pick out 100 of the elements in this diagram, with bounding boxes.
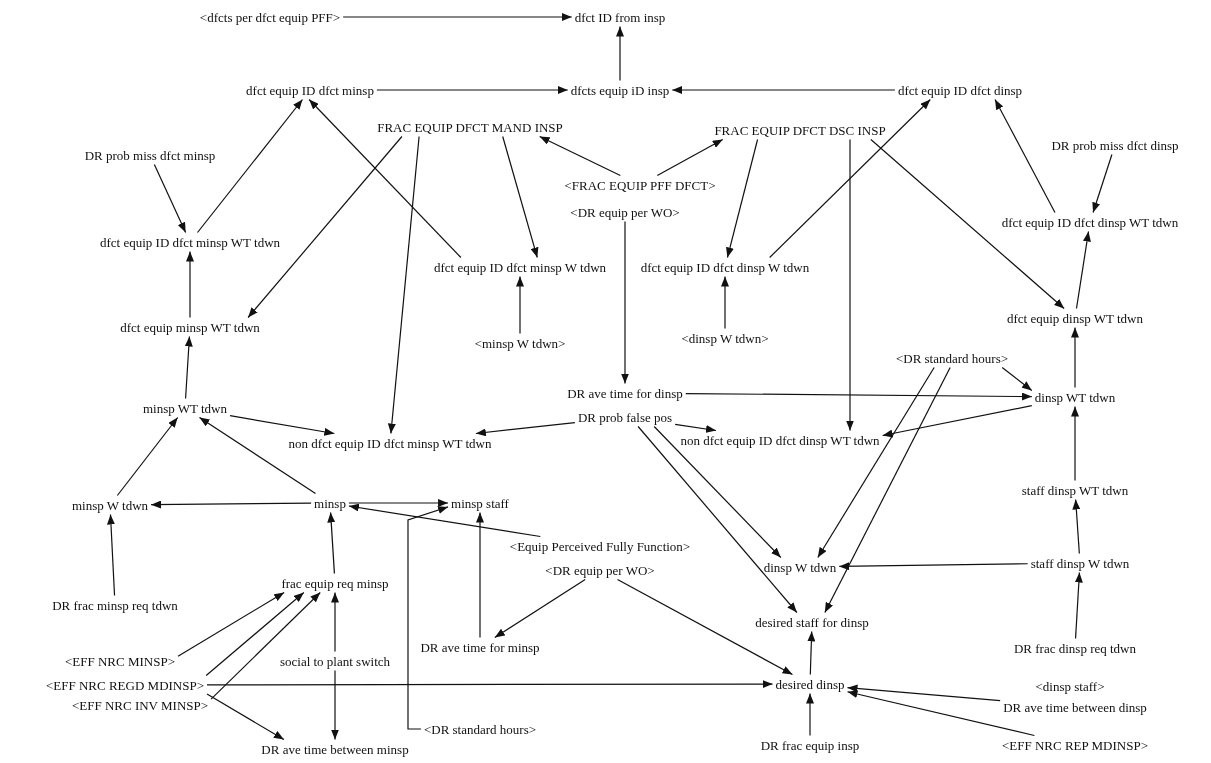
variable-name: non dfct equip ID dfct dinsp WT tdwn xyxy=(679,432,881,448)
variable-name: staff dinsp WT tdwn xyxy=(1020,482,1130,498)
causal-arrow xyxy=(150,500,312,509)
variable-name: dfcts equip iD insp xyxy=(569,82,671,98)
causal-arrow xyxy=(331,669,339,741)
variable-name: dinsp WT tdwn xyxy=(1033,389,1117,405)
causal-arrow xyxy=(196,98,304,234)
causal-arrow xyxy=(616,25,624,82)
variable-name: dfct equip ID dfct dinsp WT tdwn xyxy=(1000,214,1180,230)
causal-arrow xyxy=(674,423,717,433)
causal-arrow xyxy=(342,13,573,21)
variable-name: staff dinsp W tdwn xyxy=(1029,555,1131,571)
variable-name: <DR standard hours> xyxy=(894,350,1010,366)
variable-name: DR ave time between minsp xyxy=(260,741,410,757)
causal-arrow xyxy=(1092,153,1113,214)
variable-name: dfct equip ID dfct dinsp xyxy=(896,82,1024,98)
causal-arrow xyxy=(516,275,524,335)
causal-arrow xyxy=(229,415,335,436)
causal-arrow xyxy=(806,692,814,737)
causal-arrow xyxy=(846,138,854,432)
causal-arrow xyxy=(502,135,539,259)
causal-arrow xyxy=(327,511,336,575)
variable-name: DR ave time for minsp xyxy=(419,639,541,655)
causal-arrow xyxy=(210,591,321,700)
variable-name: DR frac dinsp req tdwn xyxy=(1013,640,1137,656)
causal-arrow xyxy=(994,98,1056,214)
causal-arrow xyxy=(177,591,285,657)
variable-name: <EFF NRC INV MINSP> xyxy=(70,697,210,713)
variable-name: dfct ID from insp xyxy=(573,9,667,25)
variable-name: <DR standard hours> xyxy=(422,721,538,737)
causal-arrow xyxy=(331,591,339,653)
causal-arrow xyxy=(1001,366,1033,392)
causal-arrow xyxy=(198,416,317,495)
causal-arrow xyxy=(685,392,1033,401)
variable-name: desired staff for dinsp xyxy=(754,614,870,630)
causal-arrow xyxy=(475,421,576,437)
causal-arrow xyxy=(769,98,931,259)
variable-name: dfct equip ID dfct minsp W tdwn xyxy=(432,259,608,275)
causal-arrow xyxy=(653,425,782,559)
causal-arrow xyxy=(616,578,794,676)
causal-arrow xyxy=(621,220,629,385)
causal-arrow xyxy=(846,690,1035,737)
variable-name: <EFF NRC MINSP> xyxy=(64,653,176,669)
variable-name: <DR equip per WO> xyxy=(569,204,681,220)
causal-arrow xyxy=(846,684,1001,702)
variable-name: dfct equip ID dfct minsp xyxy=(245,82,375,98)
variable-name: <FRAC EQUIP PFF DFCT> xyxy=(563,177,717,193)
causal-arrow xyxy=(376,86,569,94)
variable-name: dfct equip dinsp WT tdwn xyxy=(1006,310,1144,326)
variable-name: DR prob miss dfct dinsp xyxy=(1050,137,1180,153)
causal-arrow xyxy=(494,578,586,639)
variable-name: FRAC EQUIP DFCT MAND INSP xyxy=(376,119,564,135)
causal-arrow xyxy=(247,135,403,319)
causal-arrow xyxy=(1071,326,1079,389)
variable-name: <dfcts per dfct equip PFF> xyxy=(198,9,342,25)
causal-arrow xyxy=(807,630,816,676)
variable-name: DR ave time for dinsp xyxy=(566,385,684,401)
causal-arrow xyxy=(726,138,759,259)
variable-name: non dfct equip ID dfct minsp WT tdwn xyxy=(287,435,493,451)
causal-arrow xyxy=(107,513,116,597)
variable-name: <dinsp W tdwn> xyxy=(680,330,770,346)
variable-name: minsp WT tdwn xyxy=(142,400,228,416)
causal-arrow xyxy=(870,138,1065,310)
causal-arrow xyxy=(476,511,484,639)
causal-arrow xyxy=(824,366,951,614)
causal-arrow xyxy=(348,503,541,538)
causal-arrow xyxy=(1072,498,1081,555)
variable-name: dinsp W tdwn xyxy=(762,559,838,575)
causal-arrow xyxy=(721,275,729,330)
variable-name: dfct equip minsp WT tdwn xyxy=(119,319,261,335)
causal-arrow xyxy=(116,416,179,497)
causal-arrow xyxy=(838,562,1029,571)
causal-arrow xyxy=(206,680,774,689)
variable-name: <EFF NRC REP MDINSP> xyxy=(1001,737,1149,753)
causal-arrow xyxy=(387,135,420,435)
variable-name: <Equip Perceived Fully Function> xyxy=(508,538,692,554)
variable-name: desired dinsp xyxy=(774,676,846,692)
causal-arrow xyxy=(308,98,462,259)
causal-arrow xyxy=(153,163,187,234)
variable-name: DR frac minsp req tdwn xyxy=(51,597,179,613)
causal-arrow xyxy=(637,425,798,614)
variable-name: social to plant switch xyxy=(278,653,392,669)
causal-arrow xyxy=(206,693,285,741)
variable-name: dfct equip ID dfct dinsp W tdwn xyxy=(639,259,811,275)
variable-name: DR prob false pos xyxy=(576,409,674,425)
variable-name: frac equip req minsp xyxy=(280,575,390,591)
variable-name: minsp staff xyxy=(450,495,510,511)
causal-arrow xyxy=(539,135,621,177)
variable-name: DR prob miss dfct minsp xyxy=(83,147,217,163)
causal-arrow xyxy=(671,86,896,94)
variable-name: DR ave time between dinsp xyxy=(1002,699,1148,715)
variable-name: DR frac equip insp xyxy=(759,737,861,753)
variable-name: <EFF NRC REGD MDINSP> xyxy=(44,677,206,693)
variable-name: FRAC EQUIP DFCT DSC INSP xyxy=(713,122,887,138)
causal-arrow xyxy=(882,405,1033,438)
causal-arrow xyxy=(205,591,305,677)
variable-name: dfct equip ID dfct minsp WT tdwn xyxy=(99,234,281,250)
variable-name: <minsp W tdwn> xyxy=(473,335,567,351)
causal-arrow xyxy=(1074,571,1083,640)
causal-arrow xyxy=(348,499,449,507)
